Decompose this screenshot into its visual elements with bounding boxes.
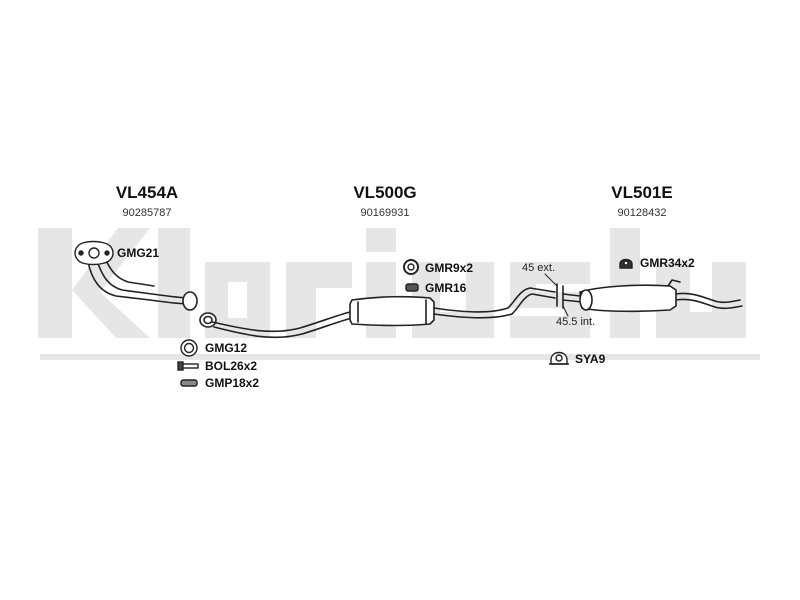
oem-number-centre: 90169931 xyxy=(360,207,410,219)
section-code-front: VL454A xyxy=(115,183,179,202)
ring-gasket-icon xyxy=(180,339,198,357)
fitting-label-rubber-mount: GMR16 xyxy=(425,281,467,295)
fitting-label-spring-kit: GMP18x2 xyxy=(205,376,260,390)
fitting-label-gasket-manifold: GMG12 xyxy=(205,341,248,355)
clamp-icon xyxy=(549,351,569,365)
gasket-icon xyxy=(74,240,114,266)
centre-section-drawing xyxy=(211,287,556,339)
rubber-mount-icon xyxy=(405,283,419,292)
rubber-ring-icon xyxy=(403,259,419,275)
fitting-label-clamp: SYA9 xyxy=(575,352,606,366)
bolt-icon xyxy=(177,361,199,371)
section-code-rear: VL501E xyxy=(611,183,673,202)
fitting-label-rubber-mount-rear: GMR34x2 xyxy=(640,256,695,270)
rear-section-drawing xyxy=(562,279,743,313)
fitting-label-bolt-kit: BOL26x2 xyxy=(205,359,258,373)
oem-number-front: 90285787 xyxy=(122,207,172,219)
spring-icon xyxy=(180,379,198,387)
fitting-label-gasket-front: GMG21 xyxy=(117,246,160,260)
rear-mount-icon xyxy=(619,258,633,269)
fitting-label-rubber-ring: GMR9x2 xyxy=(425,261,474,275)
joint-note-external: 45 ext. xyxy=(522,262,556,274)
oem-number-rear: 90128432 xyxy=(617,207,667,219)
joint-note-internal: 45.5 int. xyxy=(556,316,596,328)
section-code-centre: VL500G xyxy=(353,183,417,202)
